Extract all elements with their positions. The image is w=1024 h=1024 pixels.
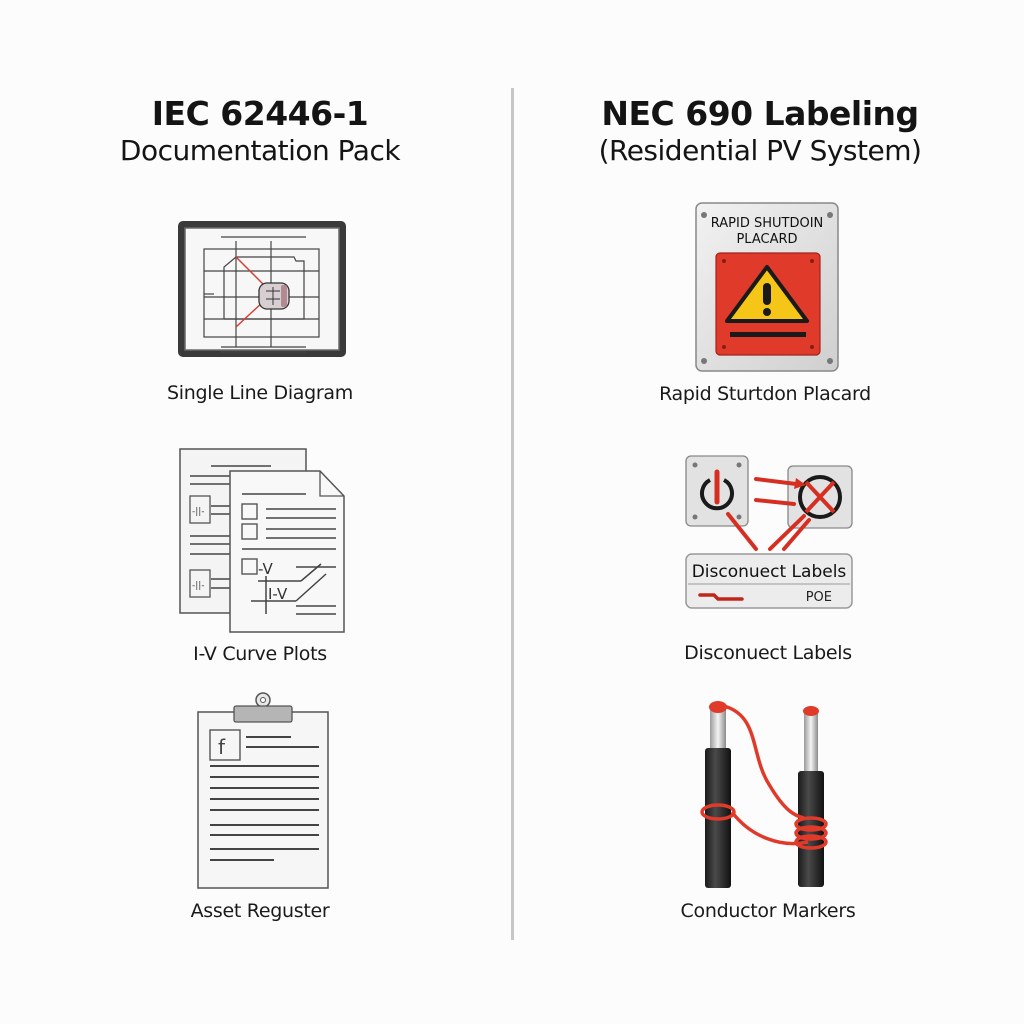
single-line-diagram-label: Single Line Diagram	[167, 382, 353, 404]
left-column-title: IEC 62446-1	[151, 94, 369, 133]
placard-text-line2: PLACARD	[736, 232, 797, 247]
rapid-shutdown-placard-label: Rapid Sturtdon Placard	[659, 383, 871, 405]
rapid-shutdown-placard-icon: RAPID SHUTDOIN PLACARD	[694, 201, 840, 373]
svg-text:-||-: -||-	[192, 507, 205, 517]
conductor-markers-label: Conductor Markers	[680, 900, 856, 922]
clipboard-register-icon: f	[196, 690, 330, 890]
iv-text-1: -V	[258, 560, 274, 578]
iv-curve-documents-icon: -||- -||- -V I-V	[176, 446, 348, 636]
asset-register-label: Asset Reguster	[190, 900, 330, 922]
disconnect-plate-code: POE	[806, 590, 832, 605]
right-column-subtitle: (Residential PV System)	[598, 134, 922, 167]
svg-text:f: f	[218, 735, 226, 759]
right-column-title: NEC 690 Labeling	[601, 94, 919, 133]
conductor-markers-icon	[700, 696, 840, 892]
svg-text:-||-: -||-	[192, 581, 205, 591]
column-divider	[511, 88, 514, 940]
disconnect-plate-text: Disconuect Labels	[692, 562, 847, 582]
single-line-diagram-icon	[176, 219, 348, 359]
disconnect-labels-icon: Disconuect Labels POE	[684, 454, 854, 610]
iv-curve-plots-label: I-V Curve Plots	[193, 643, 327, 665]
iv-text-2: I-V	[268, 585, 288, 603]
disconnect-labels-label: Disconuect Labels	[684, 642, 852, 664]
placard-text-line1: RAPID SHUTDOIN	[711, 216, 824, 231]
left-column-subtitle: Documentation Pack	[119, 134, 401, 167]
